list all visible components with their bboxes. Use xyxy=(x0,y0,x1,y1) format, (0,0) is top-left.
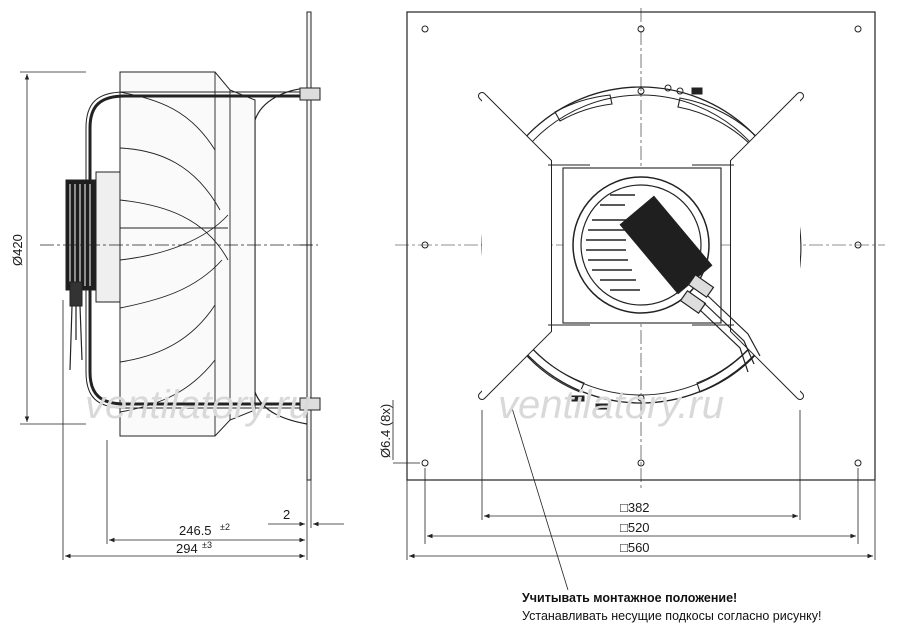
dim-520-label: □520 xyxy=(620,520,650,535)
front-motor-rotor xyxy=(580,184,702,306)
mounting-note-text: Устанавливать несущие подкосы согласно р… xyxy=(522,609,822,623)
side-dimensions xyxy=(20,71,344,560)
front-dimensions xyxy=(392,400,876,591)
dim-depth-total-tol: ±3 xyxy=(202,540,212,550)
note-leader xyxy=(511,407,569,591)
dim-560-label: □560 xyxy=(620,540,650,555)
side-motor-fins xyxy=(69,184,91,286)
side-bolt-top xyxy=(299,87,321,101)
side-housing xyxy=(119,71,256,437)
dim-depth-inner-tol: ±2 xyxy=(220,522,230,532)
side-motor-hub xyxy=(95,171,121,303)
mounting-note-title: Учитывать монтажное положение! xyxy=(522,591,738,605)
front-motor-housing xyxy=(572,176,710,314)
side-support-frame-top xyxy=(88,94,307,230)
front-view xyxy=(395,8,885,488)
side-inlet-nozzle xyxy=(254,87,308,425)
side-support-frame-bottom xyxy=(88,260,307,406)
dim-holes-label: Ø6.4 (8x) xyxy=(378,404,393,458)
side-view xyxy=(40,11,321,481)
watermark-right: ventilatory.ru xyxy=(498,383,724,427)
side-support-frame-top-inner xyxy=(85,91,307,230)
dim-flange-label: 2 xyxy=(283,507,290,522)
dim-depth-inner-label: 246.5 xyxy=(179,523,212,538)
dim-depth-total-label: 294 xyxy=(176,541,198,556)
front-motor-fins xyxy=(586,194,640,291)
dim-diameter-label: Ø420 xyxy=(10,234,25,266)
front-cables xyxy=(679,273,761,373)
side-cable-gland xyxy=(69,281,83,307)
side-support-frame-bottom-inner xyxy=(85,260,307,409)
dim-382-label: □382 xyxy=(620,500,650,515)
side-bolt-bottom xyxy=(299,397,321,411)
side-cables xyxy=(69,305,83,371)
front-support-struts xyxy=(478,92,804,400)
side-mounting-plate xyxy=(306,11,312,481)
watermark-left: ventilatory.ru xyxy=(85,383,311,427)
